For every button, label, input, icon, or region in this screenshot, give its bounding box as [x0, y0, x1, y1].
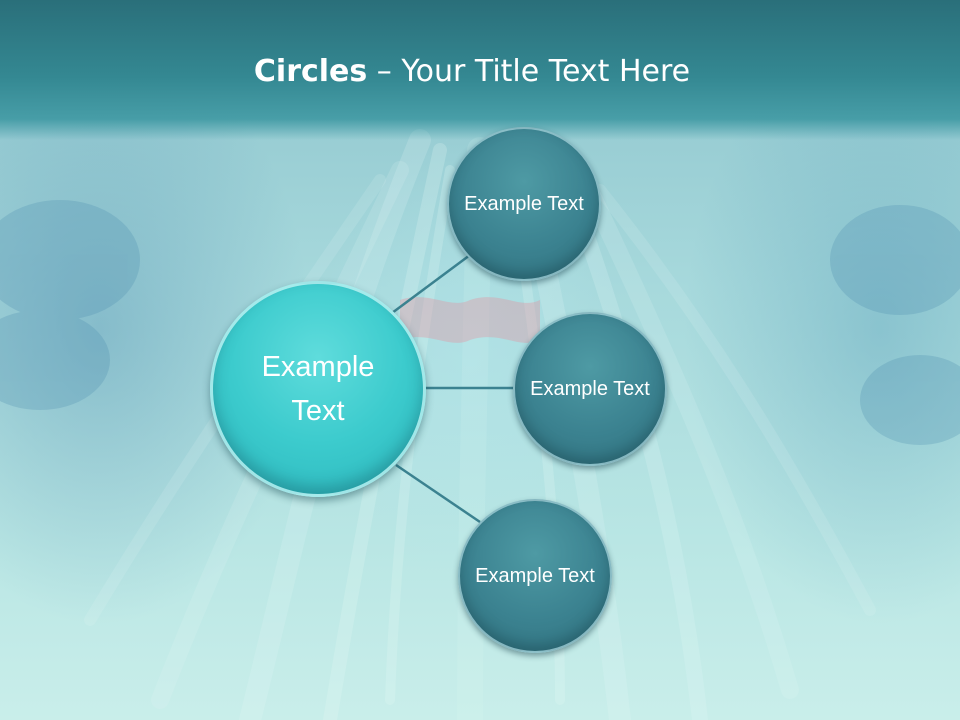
title-text: – Your Title Text Here	[367, 54, 691, 89]
header-band	[0, 0, 960, 140]
connector-line-bottom	[395, 463, 481, 524]
node-circle-middle[interactable]: Example Text	[513, 312, 667, 466]
slide-title: Circles – Your Title Text Here	[0, 54, 944, 89]
node-circle-label: Example Text	[464, 193, 584, 215]
center-circle[interactable]: Example Text	[210, 281, 426, 497]
title-keyword: Circles	[253, 54, 368, 89]
node-circle-top[interactable]: Example Text	[447, 127, 601, 281]
node-circle-label: Example Text	[530, 378, 650, 400]
node-circle-bottom[interactable]: Example Text	[458, 499, 612, 653]
connector-line-top	[391, 253, 471, 315]
center-circle-label: Example Text	[261, 351, 375, 427]
node-circle-label: Example Text	[475, 565, 595, 587]
